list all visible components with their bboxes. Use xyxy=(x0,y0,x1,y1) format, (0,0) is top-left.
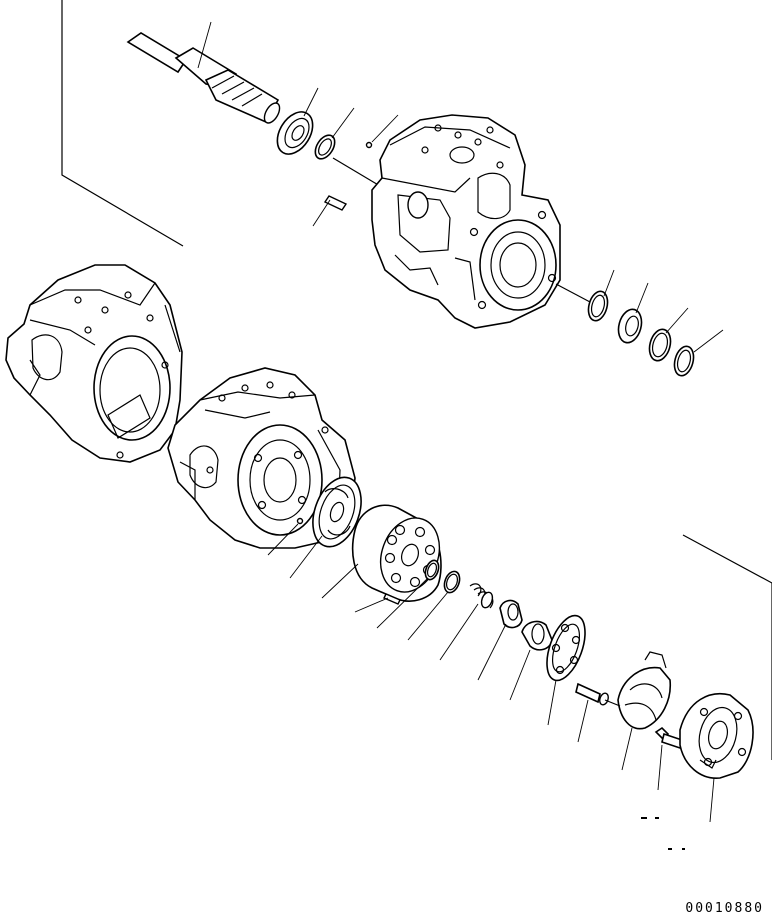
ring-b xyxy=(646,327,674,363)
boundary-lines xyxy=(62,0,772,760)
leader-ring-d xyxy=(408,592,448,640)
bearing xyxy=(270,106,320,161)
leader-shoe-plate xyxy=(548,680,556,725)
leader-spring xyxy=(440,604,478,660)
center-line-lower xyxy=(605,700,620,706)
snap-ring-c xyxy=(671,344,696,378)
end-cover xyxy=(680,694,753,778)
spring xyxy=(470,584,494,609)
pump-housing-rear xyxy=(6,265,182,462)
snap-ring-b xyxy=(585,289,610,323)
pin-c xyxy=(298,519,303,524)
callout-marks xyxy=(641,817,685,850)
leader-pin-d xyxy=(355,598,388,612)
leader-seal xyxy=(636,283,648,313)
leader-snap-ring-b xyxy=(604,270,614,296)
leader-ring-b xyxy=(666,308,688,333)
small-pin xyxy=(367,143,372,148)
leader-snap-ring-d xyxy=(377,578,428,628)
leader-small-pin xyxy=(372,115,398,142)
snap-ring-d xyxy=(423,559,441,582)
pump-housing-center xyxy=(168,368,355,548)
leader-dowel-pin xyxy=(313,200,330,226)
ball-guide xyxy=(500,601,522,628)
ring-d xyxy=(442,569,463,594)
pin-d xyxy=(384,594,400,604)
leader-valve-plate xyxy=(290,536,322,578)
leader-pin-c xyxy=(268,524,298,555)
shoe-plate xyxy=(539,611,592,686)
leader-swash-plate xyxy=(622,728,632,770)
dowel-pin xyxy=(325,196,346,210)
seal xyxy=(615,307,645,346)
leader-cylinder-block xyxy=(322,564,358,598)
leader-retainer xyxy=(510,650,530,700)
snap-ring-a xyxy=(311,132,338,163)
bolt xyxy=(656,728,682,748)
swash-plate xyxy=(618,652,670,729)
center-line-upper xyxy=(333,158,380,186)
valve-plate xyxy=(304,471,370,554)
shaft-pin xyxy=(576,684,610,706)
leader-bolt xyxy=(658,745,662,790)
callout-leaders xyxy=(198,22,723,822)
leader-ball-guide xyxy=(478,624,506,680)
leader-shaft xyxy=(198,22,211,68)
leader-snap-ring-c xyxy=(694,330,723,352)
drawing-number: 00010880 xyxy=(685,901,764,916)
leader-bearing xyxy=(304,88,318,116)
leader-shaft-pin xyxy=(578,700,588,742)
retainer xyxy=(522,621,552,649)
cylinder-block xyxy=(353,505,450,601)
pump-housing-front xyxy=(372,115,560,328)
center-line-right xyxy=(556,284,590,302)
leader-end-cover xyxy=(710,778,714,822)
drive-shaft xyxy=(128,33,283,126)
leader-snap-ring-a xyxy=(332,108,354,138)
